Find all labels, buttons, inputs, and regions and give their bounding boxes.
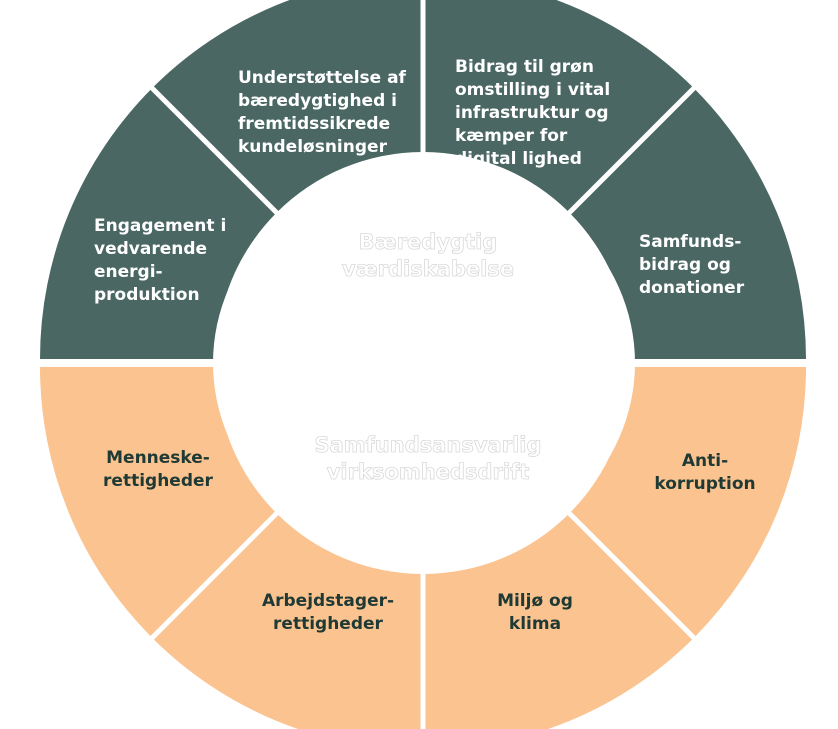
top-segment-label-2: Understøttelse af bæredygtighed i fremtids… bbox=[238, 68, 407, 157]
top-segment-label-3: Bidrag til grøn omstilling i vital infrast… bbox=[455, 57, 610, 169]
center-top-label-line-2: værdiskabelse bbox=[342, 257, 514, 281]
top-segment-label-1-line-1: Engagement i bbox=[94, 216, 226, 236]
center-disc bbox=[213, 166, 635, 560]
center-bottom-label-line-2: virksomhedsdrift bbox=[327, 460, 530, 484]
bottom-segment-label-2-line-2: rettigheder bbox=[273, 614, 383, 634]
top-segment-label-4-line-2: bidrag og bbox=[639, 255, 731, 275]
top-segment-label-4-line-3: donationer bbox=[639, 278, 745, 298]
bottom-segment-label-2-line-1: Arbejdstager- bbox=[262, 591, 394, 611]
top-segment-3 bbox=[423, 0, 694, 213]
top-segment-2 bbox=[152, 0, 423, 213]
top-segment-label-2-line-3: fremtidssikrede bbox=[238, 114, 390, 134]
top-divider-1 bbox=[147, 83, 282, 218]
bottom-segment-label-1-line-2: rettigheder bbox=[103, 471, 213, 491]
bottom-divider-1 bbox=[147, 508, 282, 643]
top-segment-label-1: Engagement i vedvarende energi-produktion bbox=[94, 216, 226, 305]
top-segment-label-3-line-5: digital lighed bbox=[455, 149, 582, 169]
bottom-segment-label-1-line-1: Menneske- bbox=[106, 448, 210, 468]
top-segment-label-1-line-4: produktion bbox=[94, 285, 200, 305]
top-segment-label-4: Samfunds-bidrag og donationer bbox=[639, 232, 745, 298]
bottom-segment-label-4: Anti-korruption bbox=[654, 451, 755, 494]
top-segment-label-2-line-4: kundeløsninger bbox=[238, 137, 388, 157]
top-segment-label-2-line-2: bæredygtighed i bbox=[238, 91, 397, 111]
bottom-segment-3 bbox=[423, 513, 694, 729]
top-segment-label-4-line-1: Samfunds- bbox=[639, 232, 741, 252]
top-segment-label-1-line-3: energi- bbox=[94, 262, 163, 282]
bottom-segment-label-3-line-1: Miljø og bbox=[497, 591, 573, 611]
bottom-segment-2 bbox=[152, 513, 423, 729]
bottom-segment-label-3: Miljø og klima bbox=[497, 591, 573, 634]
center-bottom-label-line-1: Samfundsansvarlig bbox=[314, 433, 541, 457]
top-segment-label-2-line-1: Understøttelse af bbox=[238, 68, 407, 88]
top-segment-label-3-line-4: kæmper for bbox=[455, 126, 568, 146]
top-segment-label-3-line-1: Bidrag til grøn bbox=[455, 57, 594, 77]
bottom-segment-label-3-line-2: klima bbox=[509, 614, 561, 634]
top-segment-label-1-line-2: vedvarende bbox=[94, 239, 207, 259]
bottom-segment-label-4-line-1: Anti- bbox=[682, 451, 728, 471]
top-segment-label-3-line-2: omstilling i vital bbox=[455, 80, 610, 100]
bottom-divider-3 bbox=[564, 508, 699, 643]
center-top-label-line-1: Bæredygtig bbox=[359, 230, 498, 254]
top-segment-label-3-line-3: infrastruktur og bbox=[455, 103, 609, 123]
bottom-segment-label-1: Menneske-rettigheder bbox=[103, 448, 213, 491]
bottom-segment-label-4-line-2: korruption bbox=[654, 474, 755, 494]
top-divider-3 bbox=[564, 83, 699, 218]
bottom-segment-label-2: Arbejdstager-rettigheder bbox=[262, 591, 394, 634]
